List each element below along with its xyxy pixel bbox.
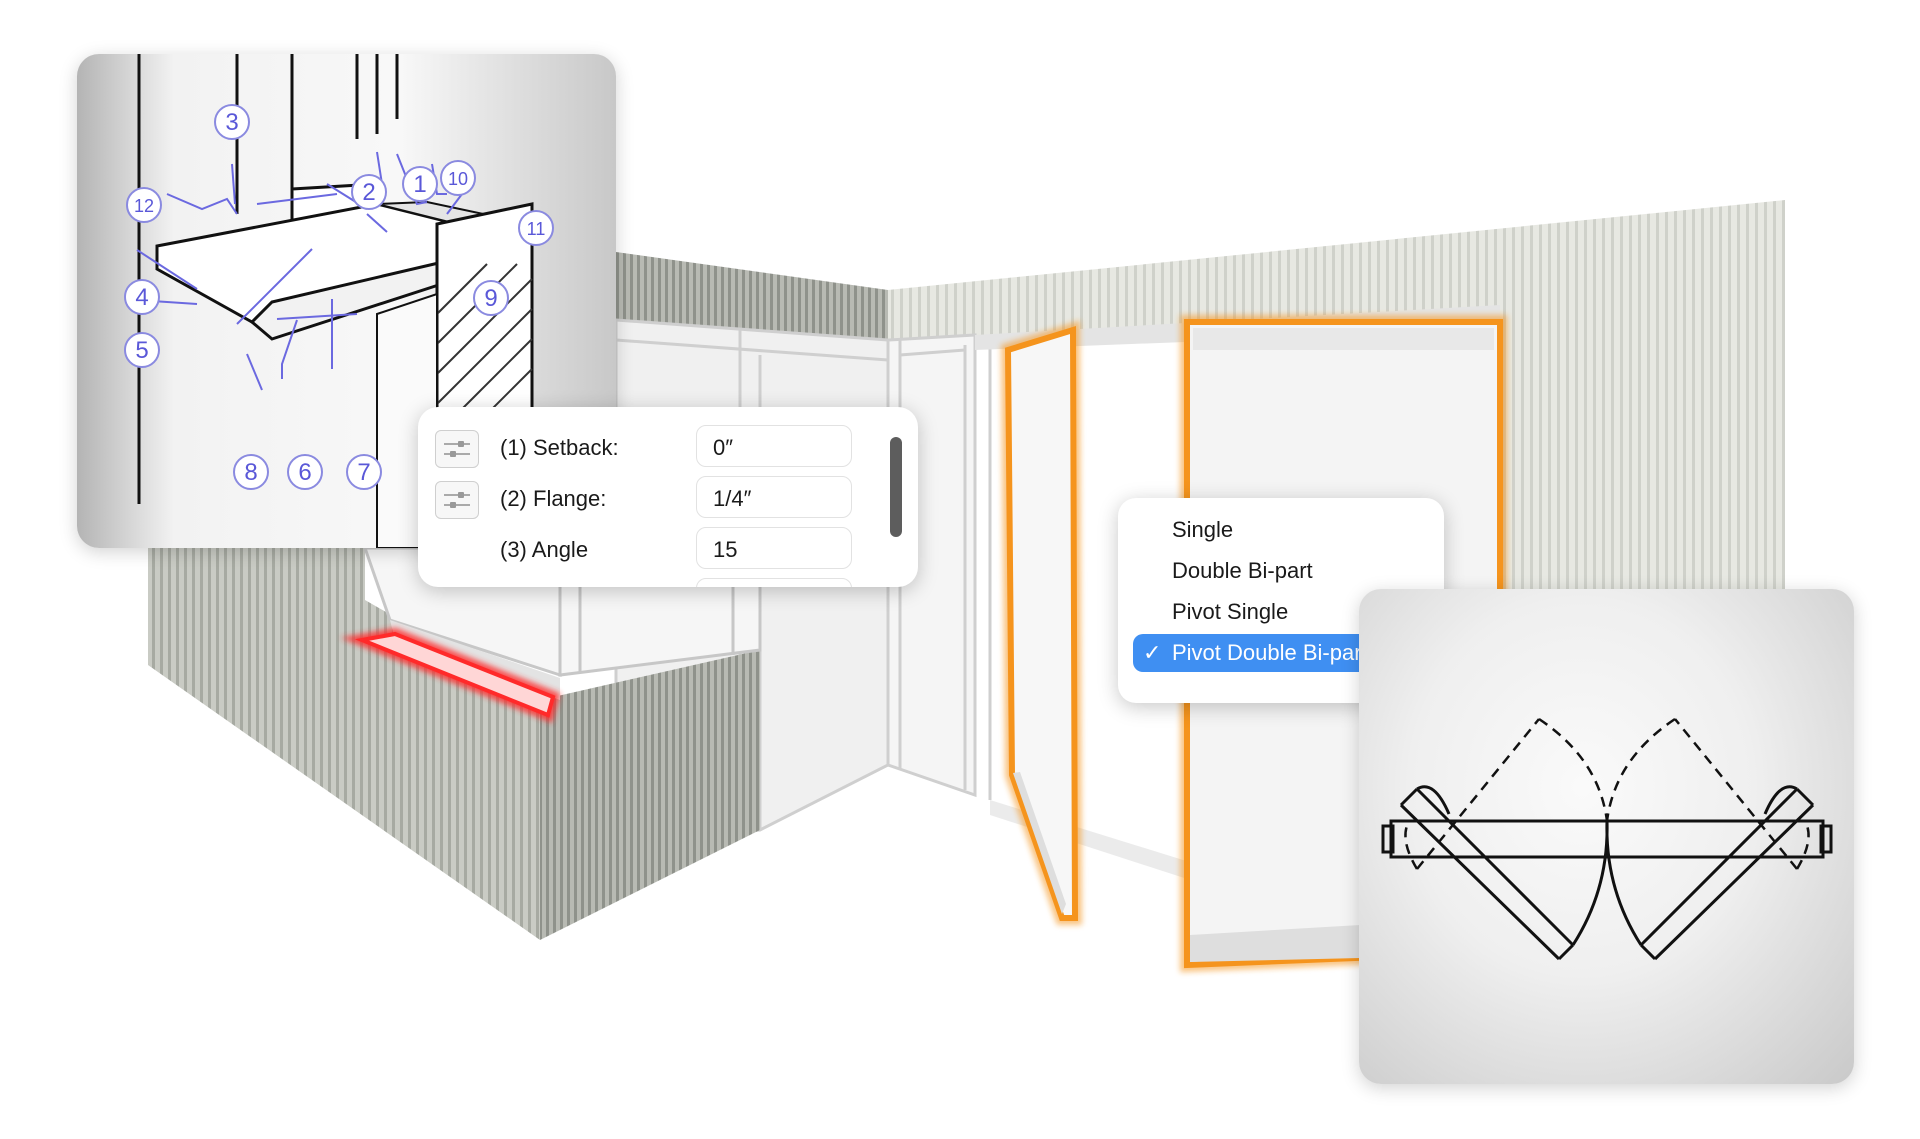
flange-field[interactable]: 1/4″ <box>696 476 852 518</box>
callout-5[interactable]: 5 <box>124 332 160 368</box>
pivot-door-left[interactable] <box>1000 320 1083 925</box>
checkmark-icon: ✓ <box>1143 640 1162 665</box>
callout-2[interactable]: 2 <box>351 174 387 210</box>
callout-4[interactable]: 4 <box>124 279 160 315</box>
param-row-flange: (2) Flange: 1/4″ <box>418 476 918 522</box>
callout-1[interactable]: 1 <box>402 166 438 202</box>
menu-item-double-bi-part[interactable]: Double Bi-part <box>1133 552 1423 590</box>
door-plan-card <box>1359 589 1854 1084</box>
sill-parameters-panel[interactable]: (1) Setback: 0″ (2) Flange: 1/4″ (3) Ang… <box>418 407 918 587</box>
setback-field[interactable]: 0″ <box>696 425 852 467</box>
callout-10[interactable]: 10 <box>440 160 476 196</box>
param-row-setback: (1) Setback: 0″ <box>418 425 918 471</box>
param-label: (3) Angle <box>500 537 589 562</box>
menu-item-pivot-single[interactable]: Pivot Single <box>1133 593 1423 631</box>
menu-item-label: Double Bi-part <box>1172 558 1313 583</box>
panel-scrollbar[interactable] <box>890 437 902 537</box>
pivot-double-door-plan <box>1381 717 1833 961</box>
sliders-icon[interactable] <box>435 430 479 468</box>
next-param-field[interactable] <box>696 578 852 587</box>
angle-field[interactable]: 15 <box>696 527 852 569</box>
menu-item-label: Pivot Single <box>1172 599 1289 624</box>
sill-highlight[interactable] <box>340 627 561 724</box>
param-label: (2) Flange: <box>500 486 607 511</box>
param-label: (1) Setback: <box>500 435 619 460</box>
wall-right <box>1500 200 1785 590</box>
callout-6[interactable]: 6 <box>287 454 323 490</box>
callout-12[interactable]: 12 <box>126 187 162 223</box>
menu-item-label: Pivot Double Bi-part <box>1172 640 1368 665</box>
menu-item-single[interactable]: Single <box>1133 511 1423 549</box>
callout-3[interactable]: 3 <box>214 104 250 140</box>
sliders-icon[interactable] <box>435 481 479 519</box>
wall-band-left <box>616 252 888 340</box>
param-row-angle: (3) Angle 15 <box>418 527 918 573</box>
callout-7[interactable]: 7 <box>346 454 382 490</box>
callout-8[interactable]: 8 <box>233 454 269 490</box>
siding-front-face <box>540 650 760 940</box>
callout-11[interactable]: 11 <box>518 210 554 246</box>
callout-9[interactable]: 9 <box>473 280 509 316</box>
menu-item-label: Single <box>1172 517 1234 542</box>
